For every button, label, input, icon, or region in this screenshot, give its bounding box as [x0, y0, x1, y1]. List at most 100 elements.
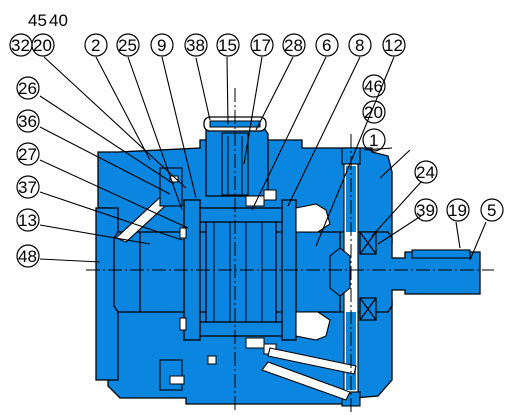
shaft-body [113, 231, 481, 313]
leader-line [379, 149, 411, 179]
callout-27: 27 [18, 145, 37, 164]
leader-line [43, 56, 187, 189]
callout-45: 45 [28, 11, 47, 30]
callout-26: 26 [18, 79, 37, 98]
top-port-boss [203, 116, 269, 197]
pin-slot [179, 227, 187, 239]
leader-line [371, 181, 422, 237]
callout-ring [250, 33, 274, 57]
callout-28: 28 [284, 36, 303, 55]
passage-fill [346, 166, 356, 232]
leader-line [39, 258, 101, 263]
cam-ring-upper [197, 207, 285, 223]
leader-line [315, 56, 395, 247]
bearing-inner [329, 247, 351, 297]
callout-ring [414, 160, 438, 184]
lower-cavity [295, 311, 331, 341]
callout-25: 25 [118, 36, 137, 55]
callout-ring [16, 175, 40, 199]
drain-lower-right-2 [267, 347, 357, 375]
callout-46: 46 [364, 77, 383, 96]
main-shaft [113, 231, 481, 313]
leader-line [127, 56, 183, 211]
pin-slot [179, 317, 187, 331]
leader-line [251, 56, 327, 211]
callout-39: 39 [416, 201, 435, 220]
leader-line [255, 56, 294, 131]
callout-38: 38 [186, 36, 205, 55]
callout-20-top: 20 [33, 36, 52, 55]
callout-ring [16, 244, 40, 268]
callout-ring [184, 33, 208, 57]
upper-window [245, 195, 265, 207]
callout-ring [348, 33, 372, 57]
callout-6: 6 [322, 36, 331, 55]
callout-ring [31, 33, 55, 57]
leader-line [39, 95, 175, 185]
leader-line [377, 215, 422, 245]
callout-5: 5 [487, 201, 496, 220]
callout-ring [216, 33, 240, 57]
callout-ring [150, 33, 174, 57]
lower-foot [169, 375, 185, 385]
callout-8: 8 [355, 36, 364, 55]
rotor-stack [179, 189, 297, 355]
callout-ring [16, 142, 40, 166]
left-internals [159, 167, 217, 391]
callout-48: 48 [18, 247, 37, 266]
leader-line [39, 126, 171, 195]
pin-slot [263, 189, 277, 201]
leader-line [469, 221, 487, 261]
rotor-disc [205, 219, 277, 325]
callout-15: 15 [218, 36, 237, 55]
callout-ring [16, 109, 40, 133]
cam-ring-lower [197, 321, 285, 337]
callout-ring [282, 33, 306, 57]
callout-ring [116, 33, 140, 57]
callout-40: 40 [49, 11, 68, 30]
callout-37: 37 [18, 178, 37, 197]
callout-ring [16, 208, 40, 232]
left-bushing-lower [159, 359, 183, 391]
leader-lines [39, 56, 487, 263]
callout-20-right: 20 [364, 103, 383, 122]
callout-ring [315, 33, 339, 57]
callout-13: 13 [18, 211, 37, 230]
callout-ring [382, 33, 406, 57]
upper-nub [169, 175, 179, 183]
leader-line [226, 56, 229, 125]
callout-1: 1 [369, 131, 378, 150]
callout-24: 24 [416, 163, 435, 182]
callout-2: 2 [91, 36, 100, 55]
leader-line [455, 221, 461, 249]
callout-ring [362, 100, 386, 124]
callout-17: 17 [252, 36, 271, 55]
callout-ring [362, 74, 386, 98]
shaft-key [411, 249, 471, 259]
bearing-x [359, 231, 377, 255]
leader-line [39, 224, 151, 245]
callout-12: 12 [384, 36, 403, 55]
leader-line [243, 56, 263, 165]
leader-line [161, 56, 197, 199]
drain-lower-right [261, 361, 351, 401]
callout-32: 32 [11, 36, 30, 55]
upper-cavity [295, 203, 331, 233]
bearing-x [359, 297, 377, 321]
callout-ring [16, 76, 40, 100]
callout-19: 19 [448, 201, 467, 220]
leader-line [95, 56, 151, 161]
rear-cover [95, 207, 119, 381]
leader-line [287, 56, 361, 207]
leader-line [195, 57, 211, 121]
callout-9: 9 [157, 36, 166, 55]
callout-36: 36 [18, 112, 37, 131]
lower-nub [207, 355, 217, 365]
leader-line [39, 159, 189, 229]
callout-ring [84, 33, 108, 57]
callout-ring [414, 198, 438, 222]
callout-ring [362, 128, 386, 152]
callout-ring [446, 198, 470, 222]
callout-labels: 45 40 32 20 2 25 9 38 15 17 28 6 8 12 46… [9, 11, 504, 268]
